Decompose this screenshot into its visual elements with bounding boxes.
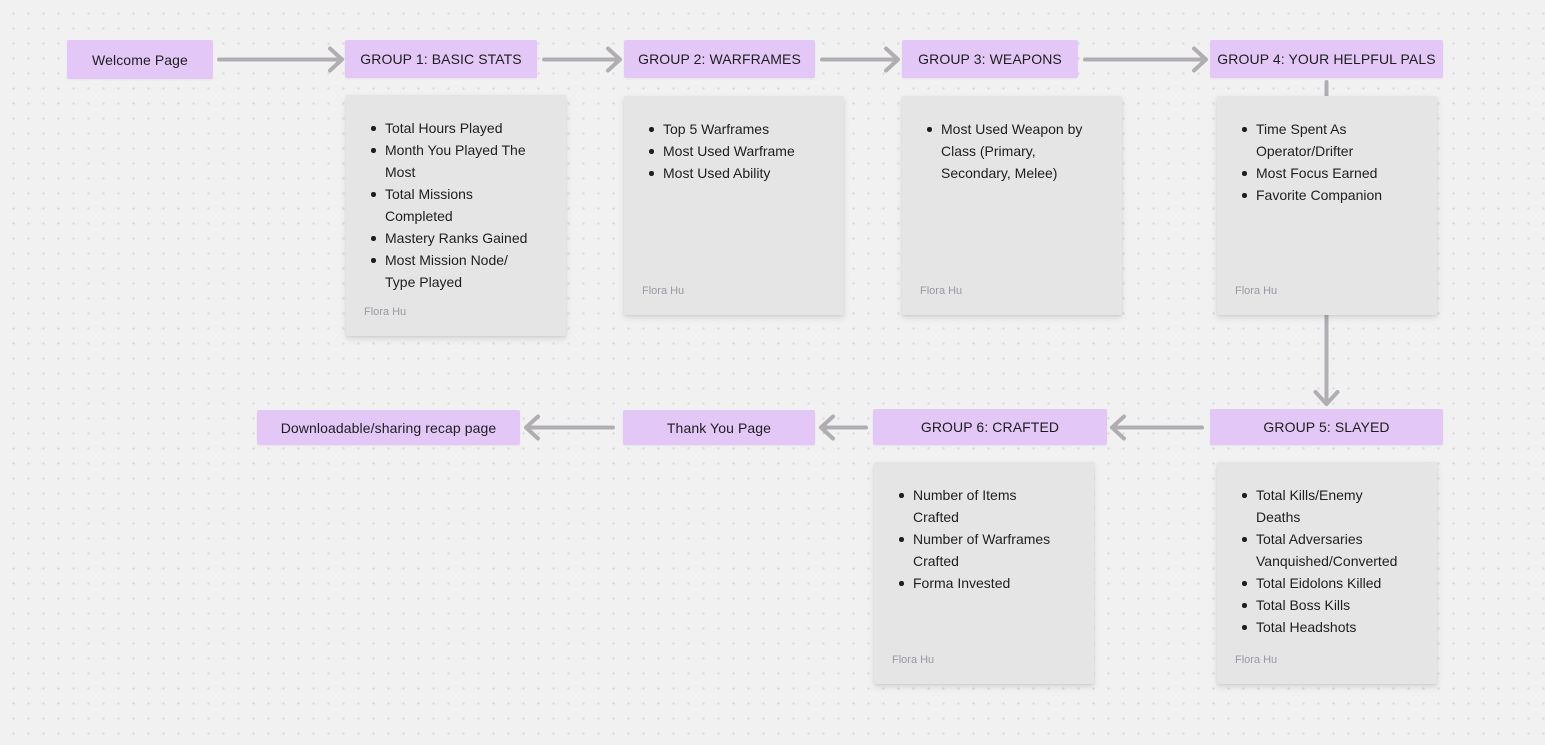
sticky-author: Flora Hu [920,285,963,297]
flow-node-group2[interactable]: GROUP 2: WARFRAMES [624,40,815,78]
flow-node-label: Welcome Page [92,51,188,68]
sticky-list-item: Number of Warframes Crafted [899,528,1078,572]
arrow-thankyou-to-recap[interactable] [524,414,615,441]
flow-node-group1[interactable]: GROUP 1: BASIC STATS [345,40,537,78]
sticky-list-item: Forma Invested [899,572,1078,594]
sticky-list: Number of Items Crafted Number of Warfra… [874,462,1094,594]
sticky-list-item: Total Adversaries Vanquished/Converted [1242,528,1421,572]
sticky-author: Flora Hu [892,654,935,666]
sticky-list-item: Total Missions Completed [371,183,550,227]
arrow-group5-to-group6[interactable] [1110,414,1204,441]
flow-node-label: GROUP 1: BASIC STATS [360,51,522,67]
sticky-list-item: Top 5 Warframes [649,118,828,140]
sticky-list: Total Hours Played Month You Played The … [346,95,566,293]
flow-node-group3[interactable]: GROUP 3: WEAPONS [902,40,1078,78]
sticky-list-item: Time Spent As Operator/Drifter [1242,118,1421,162]
flow-node-label: Downloadable/sharing recap page [280,419,497,436]
sticky-list-item: Total Eidolons Killed [1242,572,1421,594]
flow-node-label: GROUP 5: SLAYED [1263,419,1390,435]
sticky-author: Flora Hu [642,285,685,297]
arrow-welcome-to-group1[interactable] [217,46,344,73]
sticky-list-item: Month You Played The Most [371,139,550,183]
flow-node-thankyou[interactable]: Thank You Page [623,410,815,445]
flow-node-welcome[interactable]: Welcome Page [67,40,213,79]
sticky-list: Total Kills/Enemy Deaths Total Adversari… [1217,462,1437,638]
sticky-note-group4[interactable]: Time Spent As Operator/Drifter Most Focu… [1217,96,1437,315]
flow-node-label: Thank You Page [666,419,772,436]
sticky-note-group1[interactable]: Total Hours Played Month You Played The … [346,95,566,336]
sticky-author: Flora Hu [1235,654,1278,666]
sticky-list-item: Total Hours Played [371,117,550,139]
flow-node-recap[interactable]: Downloadable/sharing recap page [257,410,520,445]
sticky-list: Most Used Weapon by Class (Primary, Seco… [902,96,1122,184]
arrow-group6-to-thankyou[interactable] [819,414,868,441]
sticky-note-group6[interactable]: Number of Items Crafted Number of Warfra… [874,462,1094,684]
sticky-list-item: Most Mission Node/ Type Played [371,249,550,293]
flow-node-group5[interactable]: GROUP 5: SLAYED [1210,409,1443,445]
sticky-list-item: Favorite Companion [1242,184,1421,206]
sticky-list: Top 5 Warframes Most Used Warframe Most … [624,96,844,184]
sticky-note-group3[interactable]: Most Used Weapon by Class (Primary, Seco… [902,96,1122,315]
flow-node-label: GROUP 4: YOUR HELPFUL PALS [1217,51,1436,67]
arrow-group2-to-group3[interactable] [820,46,900,73]
sticky-list-item: Total Headshots [1242,616,1421,638]
flow-node-label: GROUP 2: WARFRAMES [638,51,801,67]
flow-node-label: GROUP 6: CRAFTED [920,419,1060,435]
sticky-author: Flora Hu [364,306,407,318]
flow-node-group6[interactable]: GROUP 6: CRAFTED [873,409,1107,445]
sticky-list-item: Most Used Weapon by Class (Primary, Seco… [927,118,1106,184]
sticky-author: Flora Hu [1235,285,1278,297]
flow-node-label: GROUP 3: WEAPONS [918,51,1062,67]
sticky-list-item: Most Used Ability [649,162,828,184]
sticky-note-group5[interactable]: Total Kills/Enemy Deaths Total Adversari… [1217,462,1437,684]
sticky-list-item: Most Focus Earned [1242,162,1421,184]
arrow-group3-to-group4[interactable] [1083,46,1208,73]
arrow-group1-to-group2[interactable] [542,46,622,73]
sticky-list: Time Spent As Operator/Drifter Most Focu… [1217,96,1437,206]
sticky-note-group2[interactable]: Top 5 Warframes Most Used Warframe Most … [624,96,844,315]
sticky-list-item: Total Kills/Enemy Deaths [1242,484,1421,528]
sticky-list-item: Total Boss Kills [1242,594,1421,616]
sticky-list-item: Number of Items Crafted [899,484,1078,528]
sticky-list-item: Mastery Ranks Gained [371,227,550,249]
sticky-list-item: Most Used Warframe [649,140,828,162]
flow-node-group4[interactable]: GROUP 4: YOUR HELPFUL PALS [1210,40,1443,78]
